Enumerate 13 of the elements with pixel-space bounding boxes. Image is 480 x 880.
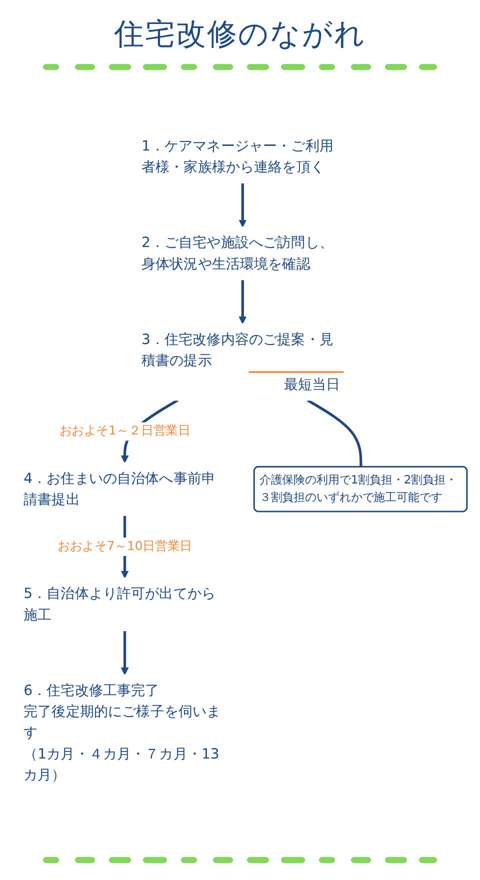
node-text: 4．お住まいの自治体へ事前申請書提出 bbox=[24, 470, 216, 508]
node-text: 5．自治体より許可が出てから施工 bbox=[24, 584, 216, 623]
title: 住宅改修のながれ bbox=[114, 16, 366, 54]
node-text: 2．ご自宅や施設へご訪問し、身体状況や生活環境を確認 bbox=[141, 234, 334, 272]
arrow bbox=[120, 630, 129, 676]
node-text: 6．住宅改修工事完了 完了後定期的にご様子を伺います （1カ月・４カ月・７カ月・13カ月） bbox=[24, 682, 221, 783]
edge-label: おおよそ1～２日営業日 bbox=[59, 424, 190, 438]
arrow bbox=[238, 182, 246, 228]
node-text: 3．住宅改修内容のご提案・見積書の提示 最短当日 bbox=[141, 330, 340, 392]
edge-label: おおよそ7～10日営業日 bbox=[58, 539, 192, 554]
node-text: 1．ケアマネージャー・ご利用者様・家族様から連絡を頂く bbox=[141, 137, 334, 176]
arrow bbox=[238, 280, 246, 324]
connector bbox=[306, 399, 362, 468]
